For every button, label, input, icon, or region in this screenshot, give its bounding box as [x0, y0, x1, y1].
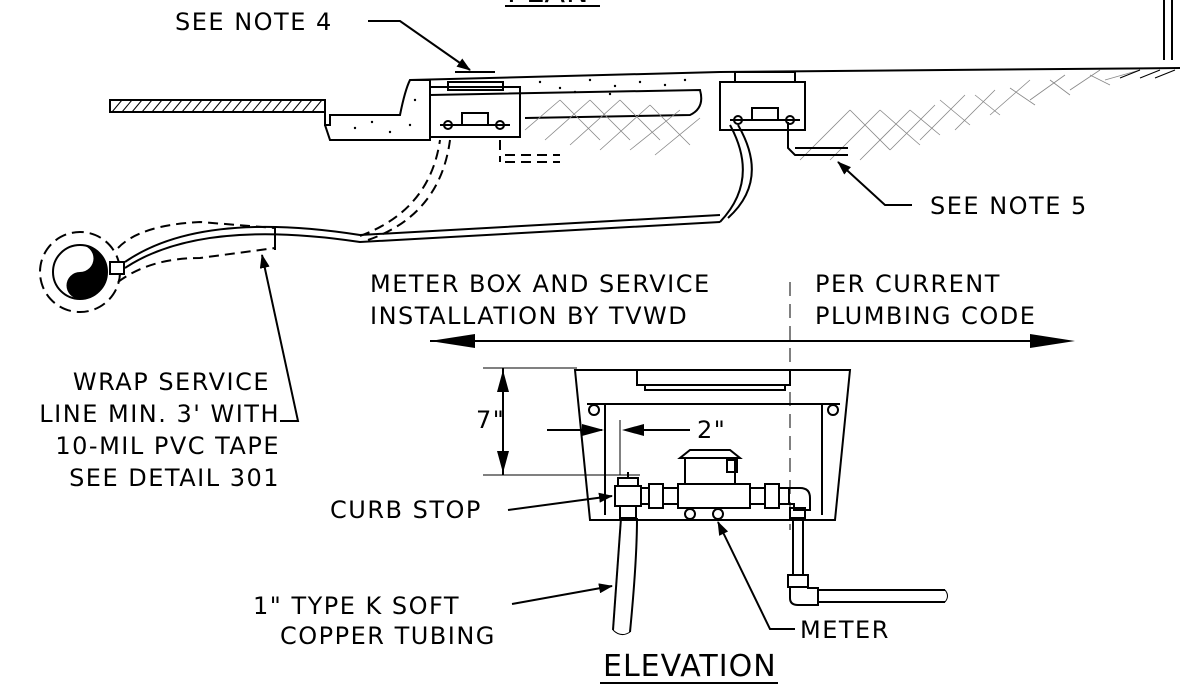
meter-box-elevation [573, 369, 852, 521]
curb-stop-leader [507, 492, 613, 511]
dim-2-label: 2" [697, 416, 726, 444]
wrap-note-leader [259, 254, 300, 422]
grade-line [719, 67, 1181, 73]
wrap-note-line3: 10-MIL PVC TAPE [55, 432, 280, 460]
soil-hatching [524, 69, 1141, 161]
zone-right-line2: PLUMBING CODE [815, 302, 1036, 330]
curb-stop-label: CURB STOP [330, 496, 482, 524]
meter-leader [717, 521, 795, 630]
copper-tubing [612, 505, 638, 636]
zone-left-line1: METER BOX AND SERVICE [370, 270, 711, 298]
dim-7-inch [483, 367, 640, 476]
elevation-title: ELEVATION [603, 649, 777, 684]
zone-extent-arrow [430, 334, 1075, 348]
curb-sidewalk [324, 71, 721, 141]
service-lines [117, 124, 753, 283]
tubing-label-line1: 1" TYPE K SOFT [253, 592, 460, 620]
note-5-label: SEE NOTE 5 [930, 192, 1088, 220]
tubing-label-line2: COPPER TUBING [280, 622, 496, 650]
note-4-leader [368, 20, 471, 71]
sheet-border [1163, 0, 1173, 60]
meter-box-small-left [429, 71, 560, 163]
dim-2-inch [547, 420, 690, 475]
water-main-section [39, 231, 125, 313]
meter-box-small-right [719, 71, 848, 156]
note-5-leader [837, 161, 912, 206]
wrap-note-line2: LINE MIN. 3' WITH [39, 400, 280, 428]
dim-7-label: 7" [476, 406, 505, 434]
wrap-note-line4: SEE DETAIL 301 [69, 464, 280, 492]
pavement-hatched [109, 99, 326, 113]
meter-assembly [614, 449, 948, 606]
zone-right-line1: PER CURRENT [815, 270, 1001, 298]
wrap-note-line1: WRAP SERVICE [73, 368, 270, 396]
tubing-leader [511, 583, 613, 605]
note-4-label: SEE NOTE 4 [175, 8, 333, 36]
meter-label: METER [800, 616, 890, 644]
zone-left-line2: INSTALLATION BY TVWD [370, 302, 688, 330]
